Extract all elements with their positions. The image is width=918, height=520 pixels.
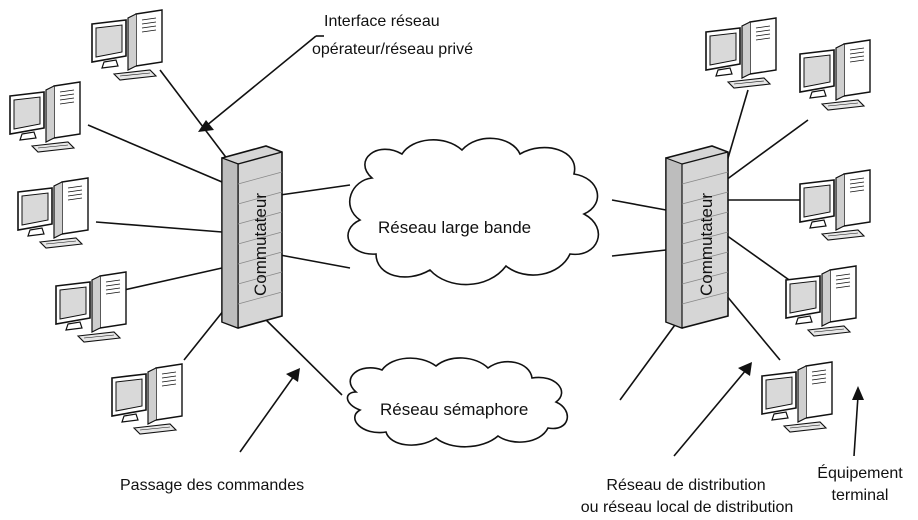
left-links — [87, 69, 233, 361]
broadband-network-label: Réseau large bande — [378, 218, 532, 237]
interface-label-line1: Interface réseau — [324, 13, 440, 30]
arrow-icon — [673, 362, 752, 457]
switch-label: Commutateur — [251, 193, 270, 296]
arrow-icon — [198, 35, 324, 132]
signaling-network-label: Réseau sémaphore — [380, 400, 529, 419]
computer-icon — [55, 271, 127, 343]
terminal-label-line2: terminal — [831, 487, 889, 504]
computer-icon — [785, 265, 857, 337]
switch-icon: Commutateur — [221, 145, 283, 329]
arrow-icon — [852, 386, 864, 457]
computer-icon — [9, 81, 81, 153]
computer-icon — [17, 177, 89, 249]
computer-icon — [799, 39, 871, 111]
computer-icon — [799, 169, 871, 241]
right-links — [725, 89, 809, 361]
distribution-label-line2: ou réseau local de distribution — [580, 499, 794, 516]
computer-icon — [705, 17, 777, 89]
arrow-icon — [239, 368, 300, 453]
computer-icon — [91, 9, 163, 81]
core-links — [255, 184, 681, 401]
cloud-icon — [346, 357, 569, 448]
switch-icon: Commutateur — [665, 145, 729, 329]
interface-label-line2: opérateur/réseau privé — [312, 41, 473, 58]
computer-icon — [761, 361, 833, 433]
switch-label: Commutateur — [697, 193, 716, 296]
computer-icon — [111, 363, 183, 435]
cloud-icon — [347, 137, 600, 286]
terminal-label-line1: Équipement — [817, 465, 903, 482]
distribution-label-line1: Réseau de distribution — [606, 477, 766, 494]
commands-label: Passage des commandes — [120, 477, 305, 494]
